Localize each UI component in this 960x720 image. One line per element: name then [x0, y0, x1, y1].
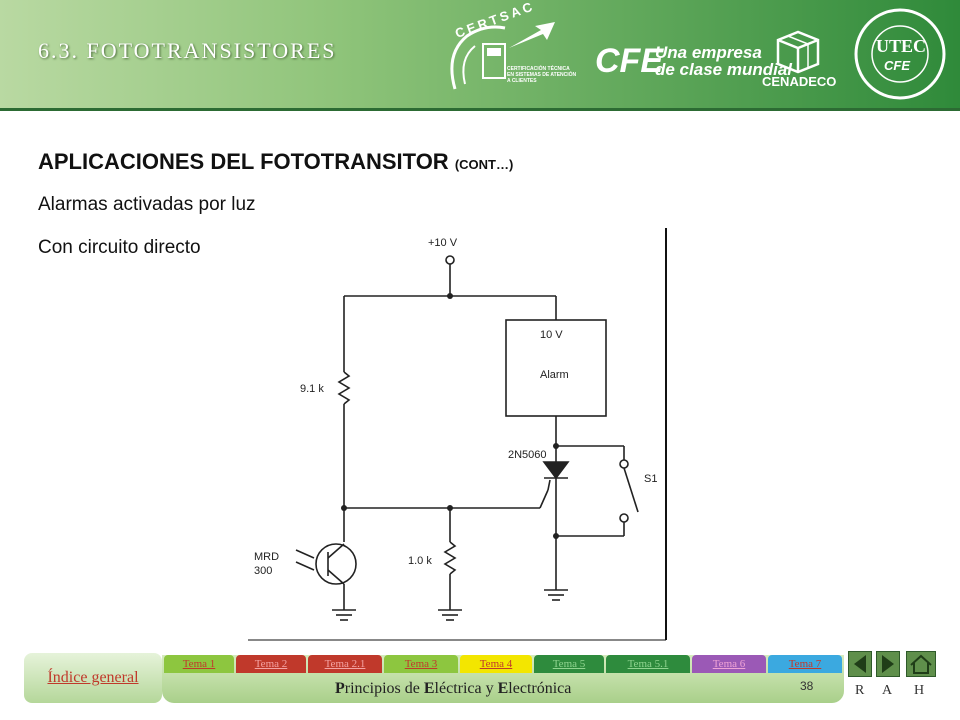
course-part-1: rincipios de [344, 680, 424, 697]
triangle-left-icon [854, 655, 866, 673]
course-initial-p: P [335, 680, 345, 697]
tab-tema-8[interactable]: Tema 6 [692, 655, 766, 673]
tab-tema-9[interactable]: Tema 7 [768, 655, 842, 673]
certsac-logo: CERTSAC CERTIFICACIÓN TÉCNICA EN SISTEMA… [445, 0, 576, 96]
cenadeco-logo: CENADECO [760, 30, 840, 92]
section-title: 6.3. FOTOTRANSISTORES [38, 38, 337, 63]
slide-line-2: Con circuito directo [38, 237, 201, 258]
cfe-logo: CFE [595, 42, 663, 80]
home-button[interactable] [906, 651, 936, 677]
phototransistor-label-1: MRD [254, 551, 279, 563]
index-link[interactable]: Índice general [24, 653, 162, 703]
cfe-tagline-line-1: Una empresa [655, 43, 762, 62]
resistor-9k1-label: 9.1 k [300, 383, 324, 395]
tab-tema-5[interactable]: Tema 4 [460, 655, 532, 673]
home-icon [910, 654, 932, 674]
alarm-voltage-label: 10 V [540, 329, 563, 341]
supply-label: +10 V [428, 237, 458, 249]
utec-seal-logo: UTEC CFE [850, 6, 950, 102]
cenadeco-name: CENADECO [762, 74, 837, 89]
tab-tema-2[interactable]: Tema 2 [236, 655, 306, 673]
tab-tema-7[interactable]: Tema 5.1 [606, 655, 690, 673]
slide-heading: APLICACIONES DEL FOTOTRANSITOR (CONT…) [38, 149, 513, 175]
switch-label: S1 [644, 473, 657, 485]
certsac-caption: CERTIFICACIÓN TÉCNICA EN SISTEMAS DE ATE… [507, 66, 577, 84]
course-title: Principios de Eléctrica y Electrónica [335, 680, 571, 698]
tab-tema-4[interactable]: Tema 3 [384, 655, 458, 673]
course-part-2: léctrica y [434, 680, 498, 697]
page-number: 38 [800, 679, 814, 693]
circuit-diagram: +10 V 10 V Alarm 9.1 k 2N5060 S1 MRD 300… [248, 226, 668, 642]
nav-label-h: H [914, 683, 925, 698]
back-button[interactable] [848, 651, 872, 677]
phototransistor-label-2: 300 [254, 565, 272, 577]
tab-tema-6[interactable]: Tema 5 [534, 655, 604, 673]
scr-label: 2N5060 [508, 449, 547, 461]
utec-cfe: CFE [884, 58, 910, 73]
alarm-label: Alarm [540, 369, 569, 381]
tab-tema-1[interactable]: Tema 1 [164, 655, 234, 673]
cfe-tagline-line-2: de clase mundial [655, 60, 792, 79]
tab-tema-3[interactable]: Tema 2.1 [308, 655, 382, 673]
utec-mark: UTEC [876, 36, 927, 56]
header-divider [0, 108, 960, 111]
course-initial-e1: E [423, 680, 435, 697]
header-banner: 6.3. FOTOTRANSISTORES CERTSAC CERTIFICAC… [0, 0, 960, 110]
slide-heading-suffix: (CONT…) [454, 157, 514, 172]
forward-button[interactable] [876, 651, 900, 677]
nav-label-a: A [882, 683, 893, 698]
course-initial-e2: E [497, 680, 509, 697]
triangle-right-icon [882, 655, 894, 673]
cfe-tagline: Una empresa de clase mundial [655, 44, 792, 78]
nav-label-r: R [855, 683, 865, 698]
slide-heading-text: APLICACIONES DEL FOTOTRANSITOR [38, 149, 449, 174]
resistor-1k-label: 1.0 k [408, 555, 432, 567]
course-part-3: lectrónica [508, 680, 572, 697]
slide-line-1: Alarmas activadas por luz [38, 194, 256, 215]
